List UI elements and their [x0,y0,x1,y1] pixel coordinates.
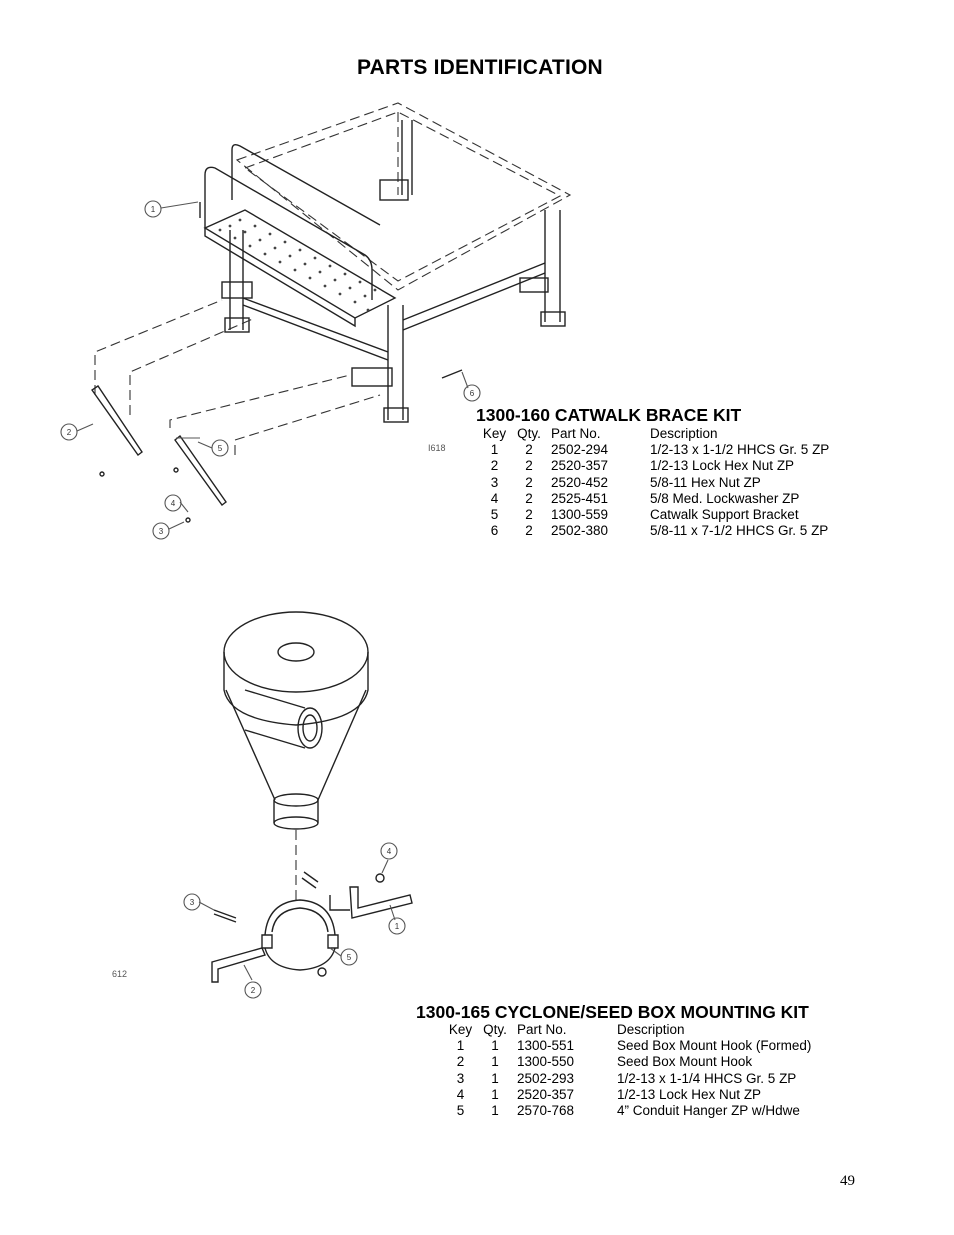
catwalk-diagram: I618 [76,102,572,530]
svg-text:3: 3 [190,898,195,907]
desc-cell: Catwalk Support Bracket [650,507,799,523]
key-cell: 2 [490,458,499,474]
svg-text:1: 1 [395,922,400,931]
catwalk-callout-2: 2 [60,423,78,441]
table-row: 5 2 1300-559 Catwalk Support Bracket [482,507,829,523]
table-row: 3 1 2502-293 1/2-13 x 1-1/4 HHCS Gr. 5 ZP [448,1071,811,1087]
qty-cell: 1 [491,1103,499,1119]
qty-cell: 1 [491,1070,499,1086]
table-header-row: Key Qty. Part No. Description [482,426,829,442]
table-row: 1 1 1300-551 Seed Box Mount Hook (Formed) [448,1038,812,1054]
cyclone-callout-5: 5 [340,948,358,966]
part-cell: 1300-550 [517,1054,575,1070]
svg-text:4: 4 [171,499,176,508]
svg-text:5: 5 [218,444,223,453]
qty-cell: 2 [525,523,533,539]
catwalk-callout-4: 4 [164,494,182,512]
desc-cell: Seed Box Mount Hook [617,1054,753,1070]
qty-cell: 1 [491,1086,499,1102]
part-cell: 2570-768 [517,1103,575,1119]
qty-cell: 1 [491,1038,499,1054]
catwalk-figure-label: I618 [428,443,446,453]
cyclone-callout-1: 1 [388,917,406,935]
page-title: PARTS IDENTIFICATION [357,56,603,79]
key-cell: 6 [490,523,499,539]
part-cell: 2502-294 [551,442,609,458]
key-cell: 4 [490,490,499,506]
key-cell: 5 [456,1103,465,1119]
table-row: 5 1 2570-768 4” Conduit Hanger ZP w/Hdwe [448,1103,811,1119]
cyclone-figure-label: 612 [112,969,127,979]
page-number: 49 [840,1173,855,1189]
svg-text:6: 6 [470,389,475,398]
col-header-part: Part No. [551,426,601,441]
cyclone-callout-2: 2 [244,981,262,999]
catwalk-kit-title: 1300-160 CATWALK BRACE KIT [476,405,742,425]
catwalk-callout-3: 3 [152,522,170,540]
svg-text:2: 2 [251,986,256,995]
part-cell: 2520-357 [517,1086,575,1102]
cyclone-callout-4: 4 [380,842,398,860]
catwalk-callout-5: 5 [211,439,229,457]
desc-cell: 1/2-13 Lock Hex Nut ZP [650,458,795,474]
qty-cell: 2 [525,507,533,523]
col-header-part: Part No. [517,1022,567,1037]
cyclone-kit-title: 1300-165 CYCLONE/SEED BOX MOUNTING KIT [416,1002,809,1022]
part-cell: 1300-559 [551,507,609,523]
col-header-qty: Qty. [517,426,541,441]
table-row: 2 1 1300-550 Seed Box Mount Hook [448,1054,811,1070]
key-cell: 2 [456,1054,465,1070]
part-cell: 2525-451 [551,490,609,506]
col-header-key: Key [448,1022,473,1037]
qty-cell: 1 [491,1054,499,1070]
cyclone-callout-3: 3 [183,893,201,911]
table-row: 4 2 2525-451 5/8 Med. Lockwasher ZP [482,491,829,507]
catwalk-callout-6: 6 [463,384,481,402]
col-header-key: Key [482,426,507,441]
svg-text:5: 5 [347,953,352,962]
key-cell: 5 [490,507,499,523]
desc-cell: 1/2-13 x 1-1/4 HHCS Gr. 5 ZP [617,1070,797,1086]
part-cell: 2502-380 [551,523,609,539]
key-cell: 3 [490,474,499,490]
desc-cell: Seed Box Mount Hook (Formed) [617,1038,812,1054]
svg-text:3: 3 [159,527,164,536]
qty-cell: 2 [525,458,533,474]
qty-cell: 2 [525,442,533,458]
desc-cell: 1/2-13 x 1-1/2 HHCS Gr. 5 ZP [650,442,830,458]
svg-text:1: 1 [151,205,156,214]
key-cell: 1 [490,442,499,458]
svg-text:2: 2 [67,428,72,437]
table-row: 2 2 2520-357 1/2-13 Lock Hex Nut ZP [482,458,829,474]
col-header-desc: Description [650,426,718,441]
col-header-qty: Qty. [483,1022,507,1037]
qty-cell: 2 [525,474,533,490]
desc-cell: 5/8 Med. Lockwasher ZP [650,490,800,506]
col-header-desc: Description [617,1022,685,1037]
part-cell: 2520-452 [551,474,609,490]
svg-text:4: 4 [387,847,392,856]
table-row: 6 2 2502-380 5/8-11 x 7-1/2 HHCS Gr. 5 ZP [482,523,829,539]
part-cell: 2520-357 [551,458,609,474]
part-cell: 1300-551 [517,1038,575,1054]
desc-cell: 1/2-13 Lock Hex Nut ZP [617,1086,762,1102]
cyclone-diagram: 612 [112,611,413,983]
key-cell: 4 [456,1086,465,1102]
part-cell: 2502-293 [517,1070,575,1086]
desc-cell: 5/8-11 x 7-1/2 HHCS Gr. 5 ZP [650,523,829,539]
table-row: 3 2 2520-452 5/8-11 Hex Nut ZP [482,475,829,491]
table-header-row: Key Qty. Part No. Description [448,1022,811,1038]
table-row: 1 2 2502-294 1/2-13 x 1-1/2 HHCS Gr. 5 ZP [482,442,830,458]
desc-cell: 5/8-11 Hex Nut ZP [650,474,761,490]
key-cell: 3 [456,1070,465,1086]
catwalk-callout-1: 1 [144,200,162,218]
qty-cell: 2 [525,490,533,506]
desc-cell: 4” Conduit Hanger ZP w/Hdwe [617,1103,800,1119]
key-cell: 1 [456,1038,465,1054]
table-row: 4 1 2520-357 1/2-13 Lock Hex Nut ZP [448,1087,811,1103]
